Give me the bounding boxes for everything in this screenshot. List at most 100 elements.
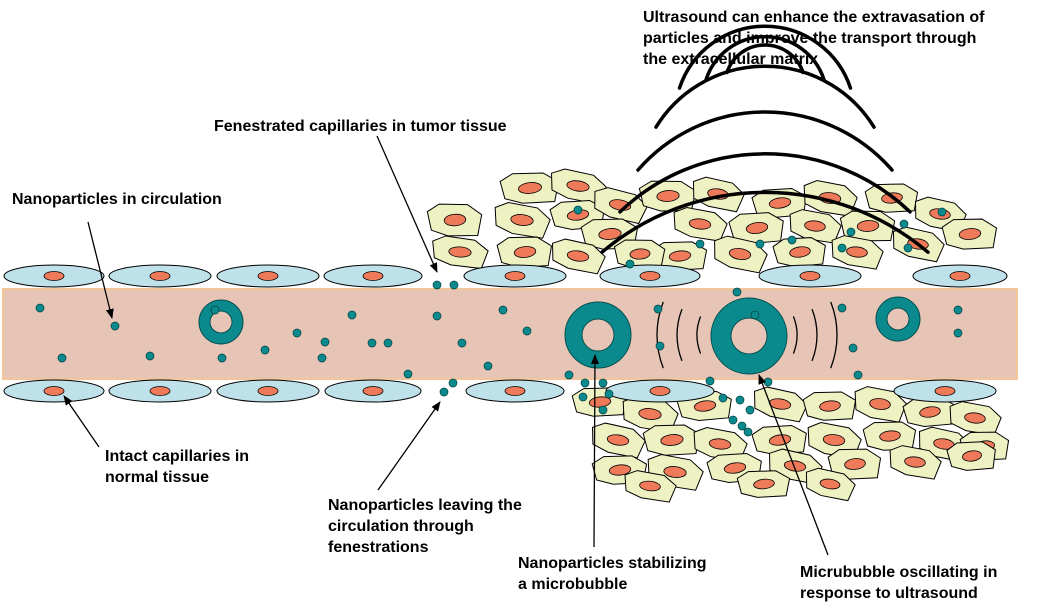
nanoparticle: [625, 259, 635, 269]
nanoparticle: [899, 219, 909, 229]
microbubble-core: [581, 318, 615, 352]
ultrasound-waves: [600, 24, 930, 369]
cell-nucleus: [443, 213, 467, 227]
vessel-lumen: [2, 288, 1018, 380]
nanoparticle: [728, 415, 738, 425]
nanoparticle: [35, 303, 45, 313]
tumor-cell: [494, 201, 551, 239]
nanoparticle: [145, 351, 155, 361]
intact-capillaries-pointer-arrow: [63, 395, 100, 448]
cell-nucleus: [869, 398, 891, 410]
nanoparticle: [695, 239, 705, 249]
tumor-cell: [789, 209, 842, 244]
ultrasound-wave-arc: [654, 64, 876, 129]
endothelial-cell: [108, 264, 212, 288]
tumor-cell: [673, 207, 728, 242]
cell-nucleus: [43, 386, 65, 396]
endothelial-cell: [599, 264, 701, 288]
tumor-cell: [638, 180, 697, 212]
cell-nucleus: [804, 220, 826, 232]
pointer-arrows: [63, 135, 829, 556]
nanoparticle: [750, 310, 760, 320]
cell-nucleus: [43, 271, 65, 281]
oscillation-arc: [792, 316, 798, 354]
tumor-cell: [946, 441, 996, 471]
tumor-cell: [622, 395, 679, 433]
microbubble-core: [886, 307, 910, 331]
tumor-cell: [751, 424, 807, 456]
cell-nucleus: [513, 246, 537, 258]
endothelial-cell: [463, 264, 567, 288]
cell-nucleus: [962, 450, 982, 462]
nanoparticle: [853, 370, 863, 380]
cell-nucleus: [660, 434, 684, 446]
cell-nucleus: [566, 180, 590, 192]
nanoparticle: [580, 378, 590, 388]
tumor-cell: [889, 445, 942, 480]
cell-nucleus: [504, 271, 526, 281]
nanoparticle: [837, 303, 847, 313]
cell-nucleus: [639, 271, 661, 281]
nanoparticle: [217, 353, 227, 363]
nanoparticle: [439, 387, 449, 397]
nanoparticle: [787, 235, 797, 245]
cell-nucleus: [608, 464, 632, 476]
tumor-cell: [624, 470, 677, 503]
nanoparticle: [448, 378, 458, 388]
cell-nucleus: [728, 248, 752, 260]
nanoparticle: [403, 369, 413, 379]
tumor-cell: [552, 238, 606, 275]
nanoparticle: [837, 243, 847, 253]
tumor-cell: [551, 168, 607, 205]
nanoparticle: [737, 421, 747, 431]
ultrasound-wave-arc: [636, 110, 894, 172]
nanoparticles: [35, 205, 963, 437]
cell-nucleus: [958, 228, 982, 240]
nanoparticle: [735, 395, 745, 405]
microbubbles: [198, 296, 921, 375]
cell-nucleus: [257, 271, 279, 281]
cell-nucleus: [693, 400, 717, 412]
microbubble: [710, 297, 788, 375]
nanoparticles-stabilizing-label: Nanoparticles stabilizing a microbubble: [518, 555, 707, 593]
cell-nucleus: [606, 434, 630, 446]
nanoparticle: [903, 243, 913, 253]
intact-capillaries-label: Intact capillaries in normal tissue: [105, 448, 250, 486]
ultrasound-label: Ultrasound can enhance the extravasation…: [643, 9, 985, 68]
fenestrated-capillaries-label: Fenestrated capillaries in tumor tissue: [214, 118, 507, 135]
stabilizing-pointer-arrow: [590, 354, 599, 548]
nanoparticles-leaving-label: Nanoparticles leaving the circulation th…: [328, 497, 522, 556]
nanoparticle: [653, 304, 663, 314]
nanoparticle: [564, 370, 574, 380]
blood-vessel: [2, 288, 1018, 380]
tumor-cell: [736, 470, 791, 498]
nanoparticle: [732, 287, 742, 297]
oscillation-arc: [696, 316, 702, 354]
nanoparticle: [718, 393, 728, 403]
cell-nucleus: [904, 456, 926, 468]
nanoparticle: [846, 227, 856, 237]
ultrasound-wave-arc: [704, 35, 826, 82]
tumor-cell: [862, 421, 917, 451]
nanoparticle: [483, 361, 493, 371]
nanoparticle: [57, 353, 67, 363]
endothelial-cells: [3, 264, 1008, 403]
tumor-cell: [426, 203, 483, 237]
nanoparticle: [383, 338, 393, 348]
tumor-cell: [714, 235, 768, 274]
cell-nucleus: [819, 478, 841, 490]
nanoparticle: [347, 310, 357, 320]
cell-nucleus: [846, 246, 868, 258]
tumor-cell: [941, 218, 998, 250]
nanoparticle: [432, 280, 442, 290]
endothelial-cell: [605, 379, 715, 403]
nanoparticle: [763, 377, 773, 387]
endothelial-cell: [108, 379, 212, 403]
cell-nucleus: [919, 406, 941, 418]
microbubble-oscillating-label: Micrububble oscillating in response to u…: [800, 564, 998, 602]
nanoparticle: [953, 328, 963, 338]
cell-nucleus: [510, 214, 534, 226]
tumor-cell: [651, 241, 708, 271]
nanoparticle: [292, 328, 302, 338]
